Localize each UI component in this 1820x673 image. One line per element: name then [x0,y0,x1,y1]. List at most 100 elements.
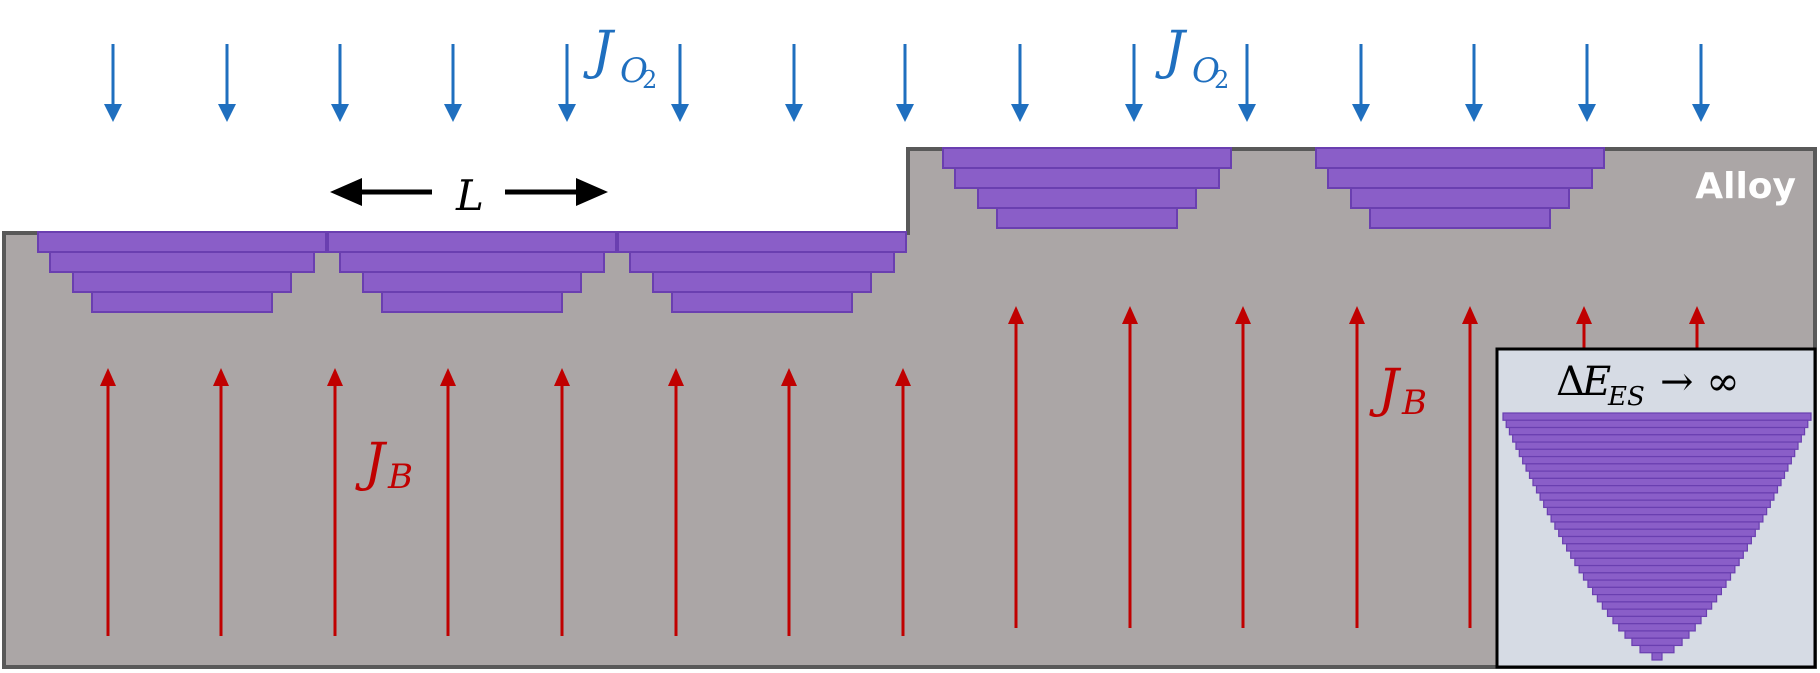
inset-oxide-layer [1596,594,1718,603]
boron-flux-arrow-icon [1349,306,1365,628]
oxygen-flux-label-right: J O 2 [1155,21,1229,94]
svg-text:B: B [1401,383,1427,423]
boron-flux-arrow-icon [1235,306,1251,628]
boron-flux-arrow-icon [781,368,797,636]
boron-flux-arrow-icon [1008,306,1024,628]
oxide-layer [977,187,1197,209]
inset-oxide-layer [1546,506,1768,516]
inset-oxide-layer [1515,441,1799,450]
oxygen-flux-arrow-icon [1125,44,1143,122]
oxygen-flux-arrow-icon [444,44,462,122]
boron-flux-arrow-icon [895,368,911,636]
svg-text:B: B [387,457,413,497]
svg-text:2: 2 [1214,66,1229,94]
oxide-nodule [942,147,1232,229]
inset-oxide-stack [1502,412,1812,661]
oxide-layer [327,231,617,253]
oxide-layer [72,271,292,293]
boron-flux-arrow-icon [668,368,684,636]
oxygen-flux-arrow-icon [1011,44,1029,122]
inset-oxide-layer [1570,550,1744,559]
svg-text:J: J [1155,21,1188,81]
oxygen-flux-arrow-icon [1238,44,1256,122]
oxide-nodule [617,231,907,313]
boron-flux-arrow-icon [213,368,229,636]
oxide-layer [652,271,872,293]
inset-oxide-layer [1554,521,1760,530]
boron-flux-arrow-icon [440,368,456,636]
inset-oxide-layer [1535,485,1779,494]
oxygen-flux-arrow-icon [104,44,122,122]
oxide-nodule [327,231,617,313]
inset-oxide-layer [1639,644,1675,654]
inset-oxide-layer [1539,492,1775,501]
inset-oxide-layer [1578,564,1736,574]
oxide-layer [1350,187,1570,209]
oxide-layer [996,207,1178,229]
boron-flux-arrow-icon [1462,306,1478,628]
svg-text:ES: ES [1607,382,1645,412]
oxide-layer [362,271,582,293]
boron-flux-arrow-icon [1576,306,1592,348]
oxygen-flux-arrow-icon [671,44,689,122]
oxygen-flux-arrow-icon [896,44,914,122]
inset-oxide-layer [1528,470,1786,479]
inset-panel: Δ E ES → ∞ [1495,347,1817,669]
inset-oxide-layer [1591,586,1723,596]
oxygen-flux-arrow-icon [218,44,236,122]
svg-text:→ ∞: → ∞ [1660,359,1740,405]
oxide-layer [49,251,315,273]
inset-label: Δ E ES → ∞ [1556,359,1740,412]
oxide-layer [617,231,907,253]
inset-oxide-layer [1550,514,1764,523]
oxide-layer [1369,207,1551,229]
spacing-label: L [455,171,484,220]
oxide-layer [1327,167,1593,189]
inset-oxide-layer [1574,557,1740,567]
svg-text:E: E [1581,359,1611,405]
oxide-layer [671,291,853,313]
svg-text:O: O [620,51,648,91]
oxide-nodule [1315,147,1605,229]
inset-oxide-layer [1562,535,1752,545]
inset-oxide-layer [1618,623,1696,632]
boron-flux-arrow-icon [327,368,343,636]
oxide-layer [954,167,1220,189]
boron-flux-arrow-icon [1689,306,1705,348]
inset-oxide-layer [1512,434,1802,443]
inset-oxide-layer [1612,615,1702,625]
inset-oxide-layer [1587,579,1727,588]
inset-oxide-layer [1582,572,1732,581]
oxygen-flux-arrow-icon [1352,44,1370,122]
inset-oxide-layer [1518,448,1796,458]
oxygen-flux-arrow-icon [1578,44,1596,122]
inset-oxide-layer [1508,426,1806,436]
inset-oxide-layer [1502,412,1812,421]
oxide-layer [942,147,1232,169]
svg-text:O: O [1192,51,1220,91]
oxide-layer [1315,147,1605,169]
oxide-nodule [37,231,327,313]
oxygen-flux-arrow-icon [331,44,349,122]
svg-text:J: J [583,21,616,81]
inset-oxide-layer [1525,463,1789,472]
oxygen-flux-arrow-icon [558,44,576,122]
oxide-layer [339,251,605,273]
oxygen-flux-arrow-icon [1465,44,1483,122]
inset-oxide-layer [1651,652,1663,661]
inset-oxide-layer [1601,601,1713,610]
oxygen-flux-arrow-icon [1692,44,1710,122]
oxygen-flux-arrow-icon [785,44,803,122]
oxide-nodules [37,147,1605,313]
oxide-layer [381,291,563,313]
inset-oxide-layer [1606,608,1708,618]
oxygen-flux-label-left: J O 2 [583,21,657,94]
inset-oxide-layer [1543,499,1771,509]
boron-flux-arrow-icon [1122,306,1138,628]
spacing-double-arrow-icon [330,178,608,206]
oxygen-flux-arrows [104,44,1710,122]
inset-oxide-layer [1505,419,1809,429]
boron-flux-arrows [100,306,1705,636]
